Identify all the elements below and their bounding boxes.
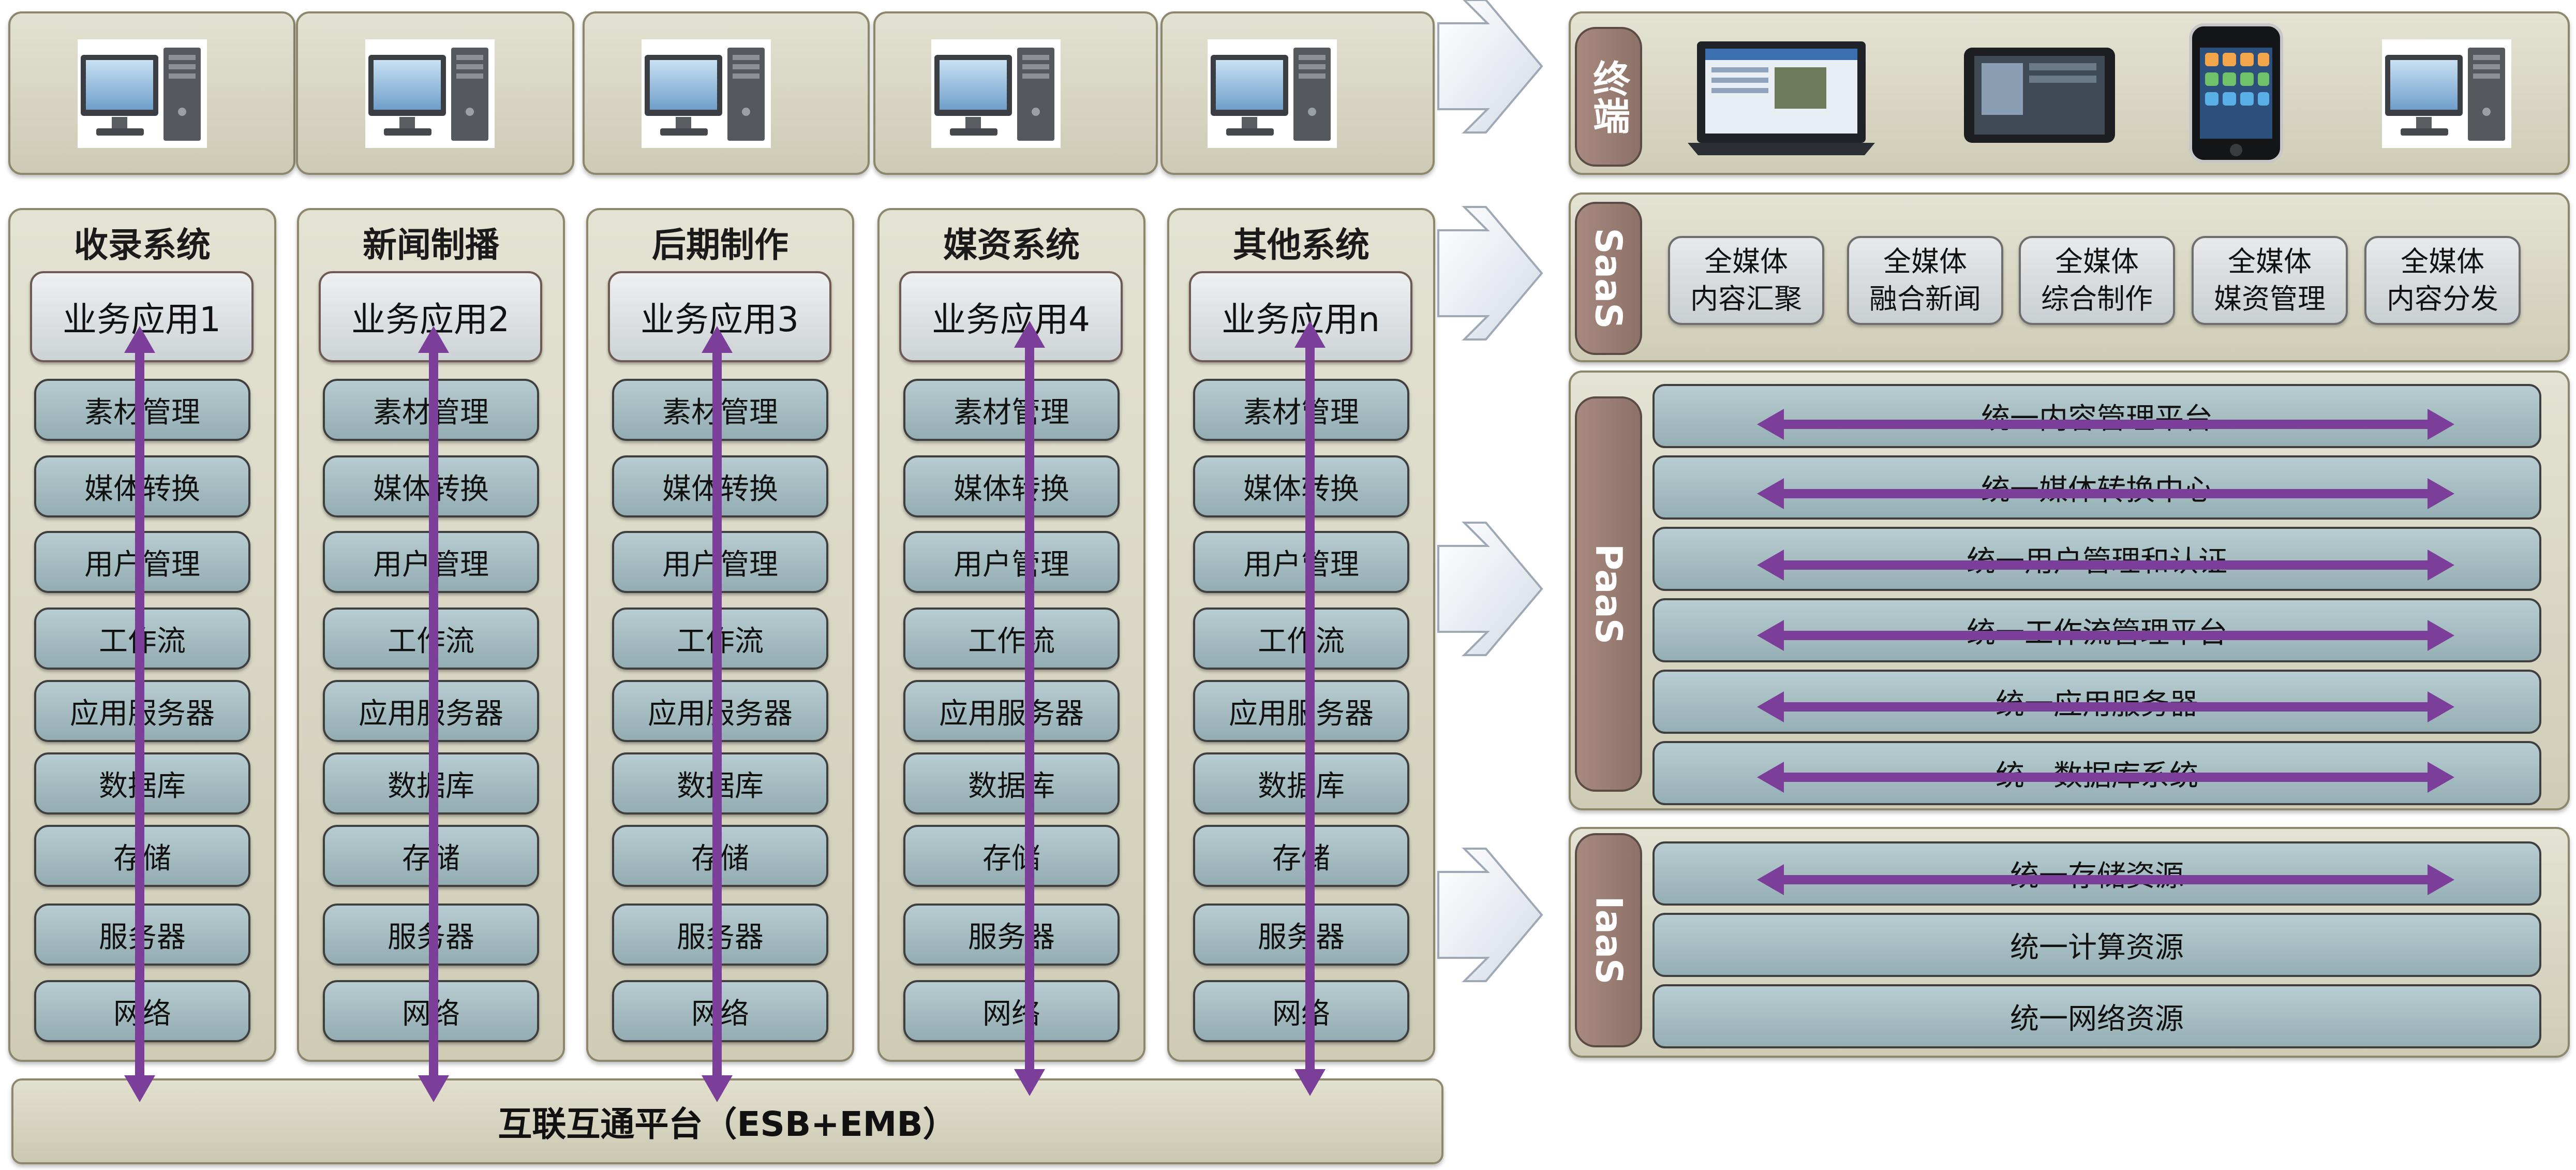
desktop-pc-icon — [931, 39, 1061, 148]
desktop-pc-icon — [2382, 39, 2511, 148]
saas-service-line: 融合新闻 — [1869, 283, 1981, 315]
saas-service-line: 全媒体 — [2401, 245, 2484, 278]
vertical-double-arrow — [702, 326, 733, 1102]
iaas-resource-bar: 统一计算资源 — [1652, 913, 2541, 977]
tablet-icon — [1964, 48, 2115, 143]
layer-box: 用户管理 — [903, 531, 1120, 593]
chevron-right-icon — [1437, 848, 1543, 982]
chevron-right-icon — [1437, 206, 1543, 340]
business-app-box: 业务应用n — [1189, 271, 1412, 362]
interconnect-platform-bar: 互联互通平台（ESB+EMB） — [11, 1078, 1443, 1164]
column-title: 收录系统 — [74, 225, 211, 265]
paas-platform-bar: 统一用户管理和认证 — [1652, 527, 2541, 591]
saas-service-line: 全媒体 — [1704, 245, 1788, 278]
vertical-double-arrow — [418, 326, 449, 1102]
horizontal-double-arrow — [1757, 409, 2454, 440]
saas-service-line: 综合制作 — [2041, 283, 2153, 315]
business-app-box: 业务应用4 — [899, 271, 1123, 362]
terminal-tab: 终端 — [1575, 27, 1642, 167]
column-title: 新闻制播 — [363, 225, 499, 265]
horizontal-double-arrow — [1757, 550, 2454, 581]
column-title: 其他系统 — [1233, 225, 1369, 265]
layer-box: 工作流 — [903, 608, 1120, 670]
saas-service-box: 全媒体 内容分发 — [2364, 236, 2521, 325]
layer-box: 素材管理 — [1193, 379, 1409, 441]
layer-box: 媒体转换 — [903, 455, 1120, 517]
horizontal-double-arrow — [1757, 762, 2454, 793]
horizontal-double-arrow — [1757, 864, 2454, 895]
horizontal-double-arrow — [1757, 478, 2454, 509]
vertical-double-arrow — [1294, 321, 1326, 1096]
paas-tab: PaaS — [1575, 396, 1642, 792]
business-app-box: 业务应用2 — [319, 271, 542, 362]
iaas-resource-bar: 统一存储资源 — [1652, 841, 2541, 906]
smartphone-icon — [2189, 23, 2283, 163]
saas-service-box: 全媒体 融合新闻 — [1847, 236, 2003, 325]
layer-box: 应用服务器 — [1193, 680, 1409, 742]
layer-box: 应用服务器 — [903, 680, 1120, 742]
layer-box: 存储 — [903, 825, 1120, 887]
saas-service-line: 媒资管理 — [2214, 283, 2326, 315]
layer-box: 存储 — [1193, 825, 1409, 887]
chevron-right-icon — [1437, 522, 1543, 656]
layer-box: 网络 — [1193, 980, 1409, 1042]
layer-box: 服务器 — [903, 904, 1120, 966]
saas-service-line: 全媒体 — [2228, 245, 2312, 278]
saas-service-line: 内容汇聚 — [1690, 283, 1802, 315]
layer-box: 数据库 — [903, 752, 1120, 814]
layer-box: 数据库 — [1193, 752, 1409, 814]
iaas-tab: IaaS — [1575, 833, 1642, 1047]
saas-service-box: 全媒体 综合制作 — [2019, 236, 2175, 325]
horizontal-double-arrow — [1757, 691, 2454, 722]
saas-service-line: 全媒体 — [1883, 245, 1967, 278]
saas-service-box: 全媒体 媒资管理 — [2192, 236, 2348, 325]
vertical-double-arrow — [124, 326, 155, 1102]
iaas-resource-bar: 统一网络资源 — [1652, 984, 2541, 1048]
column-title: 媒资系统 — [943, 225, 1080, 265]
saas-service-box: 全媒体 内容汇聚 — [1668, 236, 1824, 325]
desktop-pc-icon — [1208, 39, 1337, 148]
layer-box: 媒体转换 — [1193, 455, 1409, 517]
saas-service-line: 全媒体 — [2055, 245, 2139, 278]
saas-service-line: 内容分发 — [2387, 283, 2498, 315]
desktop-pc-icon — [78, 39, 207, 148]
layer-box: 工作流 — [1193, 608, 1409, 670]
vertical-double-arrow — [1014, 321, 1045, 1096]
layer-box: 网络 — [903, 980, 1120, 1042]
layer-box: 素材管理 — [903, 379, 1120, 441]
paas-platform-bar: 统一内容管理平台 — [1652, 384, 2541, 448]
layer-box: 服务器 — [1193, 904, 1409, 966]
desktop-pc-icon — [365, 39, 495, 148]
horizontal-double-arrow — [1757, 620, 2454, 651]
laptop-icon — [1688, 41, 1875, 155]
paas-platform-bar: 统一媒体转换中心 — [1652, 455, 2541, 520]
saas-tab: SaaS — [1575, 202, 1642, 355]
column-title: 后期制作 — [652, 225, 788, 265]
layer-box: 用户管理 — [1193, 531, 1409, 593]
desktop-pc-icon — [642, 39, 771, 148]
terminal-label: 终端 — [1586, 60, 1630, 134]
chevron-right-icon — [1437, 0, 1543, 134]
